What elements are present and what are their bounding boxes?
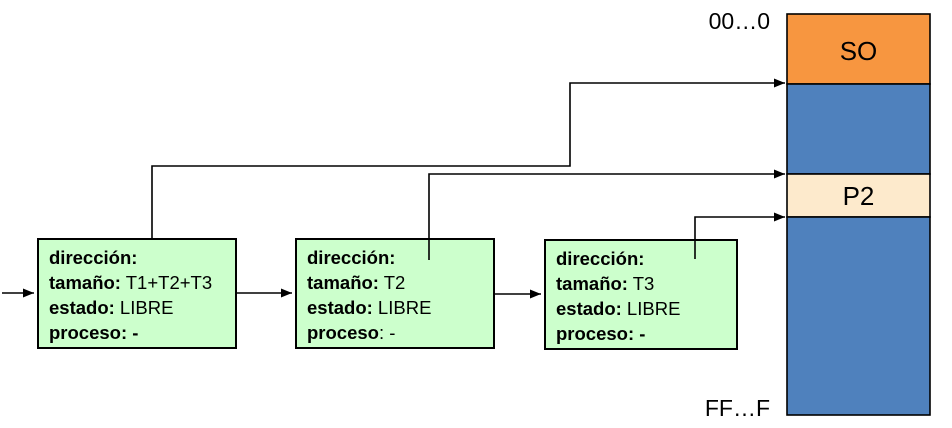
memory-map-column [786, 13, 931, 416]
free-block-node-3: dirección: tamaño: T3 estado: LIBRE proc… [544, 239, 738, 350]
memory-segment-free-1 [786, 83, 931, 175]
memory-bottom-address-label: FF…F [704, 395, 770, 421]
node-field-tamano: tamaño: T3 [556, 273, 655, 294]
node-field-proceso: proceso: - [49, 322, 139, 343]
node1-address-pointer [151, 78, 785, 238]
node-field-direccion: dirección: [307, 247, 396, 268]
memory-top-address-label: 00…0 [708, 8, 770, 34]
node-field-tamano: tamaño: T1+T2+T3 [49, 272, 213, 293]
node-field-tamano: tamaño: T2 [307, 272, 406, 293]
node-field-estado: estado: LIBRE [49, 297, 174, 318]
memory-segment-so-label: SO [839, 36, 878, 66]
free-block-node-2: dirección: tamaño: T2 estado: LIBRE proc… [295, 238, 495, 349]
node-field-proceso: proceso: - [556, 323, 646, 344]
memory-segment-p2-label: P2 [842, 181, 875, 211]
node-field-direccion: dirección: [49, 247, 138, 268]
free-block-node-1: dirección: tamaño: T1+T2+T3 estado: LIBR… [37, 238, 237, 349]
node-field-proceso: proceso: - [307, 322, 396, 343]
node-field-estado: estado: LIBRE [307, 297, 432, 318]
node-field-direccion: dirección: [556, 248, 645, 269]
node-field-estado: estado: LIBRE [556, 298, 681, 319]
memory-segment-free-2 [786, 216, 931, 416]
